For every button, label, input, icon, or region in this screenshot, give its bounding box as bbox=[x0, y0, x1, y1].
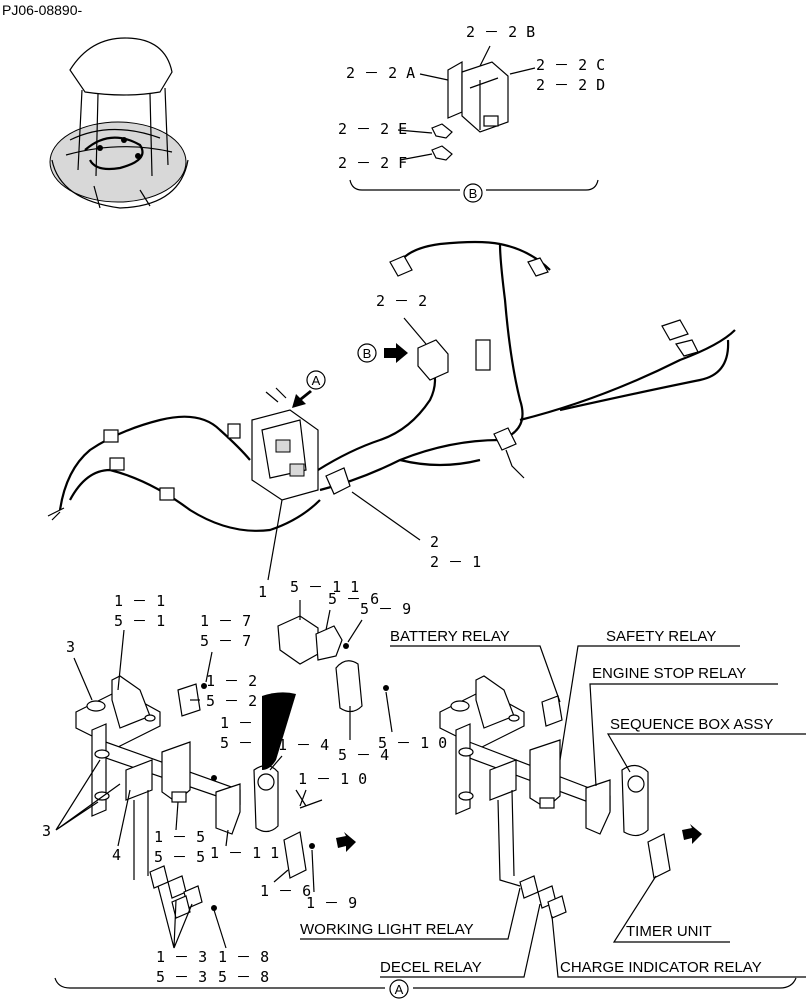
callout-1-5: 1 － 5 bbox=[154, 828, 205, 846]
callout-2-2f: 2 － 2 F bbox=[338, 154, 407, 172]
callout-2: 2 bbox=[430, 533, 439, 551]
callout-2-2e: 2 － 2 E bbox=[338, 120, 407, 138]
leader-1-8 bbox=[213, 909, 227, 949]
callout-2-2c: 2 － 2 C bbox=[536, 56, 605, 74]
callout-1-11: 1 － 1 1 bbox=[210, 844, 279, 862]
leader-charge-indicator-relay bbox=[551, 915, 806, 978]
detail-b-circle: B bbox=[463, 183, 483, 203]
callout-2-2d: 2 － 2 D bbox=[536, 76, 605, 94]
callout-5-1: 5 － 1 bbox=[114, 612, 165, 630]
leader-1-9b bbox=[311, 849, 315, 893]
callout-3-bottom: 3 bbox=[42, 822, 51, 840]
timer-unit-label: TIMER UNIT bbox=[626, 923, 712, 940]
leader-4 bbox=[117, 789, 131, 847]
leader-timer-unit bbox=[612, 875, 730, 943]
leader-sequence-box-assy bbox=[606, 733, 806, 773]
decel-relay-label: DECEL RELAY bbox=[380, 959, 482, 976]
callout-2-2b: 2 － 2 B bbox=[466, 23, 535, 41]
leader-2-2 bbox=[403, 317, 427, 345]
callout-5-2: 5 － 2 bbox=[206, 692, 257, 710]
detail-a-brace-right bbox=[413, 977, 797, 989]
detail-b-bracket bbox=[349, 45, 599, 191]
assembled-relay-bracket bbox=[439, 675, 671, 919]
fuse-f2-icon bbox=[262, 692, 296, 770]
leader-1-6 bbox=[273, 869, 289, 883]
detail-a-brace-left bbox=[54, 977, 385, 989]
callout-1: 1 bbox=[258, 583, 267, 601]
direction-arrow-right-icon bbox=[682, 824, 702, 844]
callout-2-2a: 2 － 2 A bbox=[346, 64, 415, 82]
leader-1-5 bbox=[175, 801, 179, 831]
callout-1-2: 1 － 2 bbox=[206, 672, 257, 690]
svg-text:A: A bbox=[312, 373, 321, 388]
callout-4: 4 bbox=[112, 846, 121, 864]
leader-battery-relay bbox=[390, 645, 561, 703]
callout-1-6: 1 － 6 bbox=[260, 882, 311, 900]
callout-5-3: 5 － 3 bbox=[156, 968, 207, 986]
callout-3-top: 3 bbox=[66, 638, 75, 656]
fuse-f2-label: F2 bbox=[268, 717, 286, 734]
leader-5-6 bbox=[325, 609, 331, 631]
detail-a-circle: A bbox=[389, 979, 409, 999]
safety-relay-label: SAFETY RELAY bbox=[606, 628, 716, 645]
callout-1-8: 1 － 8 bbox=[218, 948, 269, 966]
battery-relay-label: BATTERY RELAY bbox=[390, 628, 510, 645]
leader-engine-stop-relay bbox=[589, 683, 778, 787]
leader-1-10 bbox=[299, 789, 307, 807]
view-a-arrow-icon bbox=[292, 390, 312, 408]
callout-5-10: 5 － 1 0 bbox=[378, 734, 447, 752]
leader-decel-relay bbox=[380, 903, 541, 978]
callout-5-11: 5 － 1 1 bbox=[290, 578, 359, 596]
leader-working-light-relay bbox=[300, 887, 521, 940]
leader-1-3 bbox=[157, 885, 193, 949]
leader-1-4 bbox=[269, 755, 283, 771]
callout-2-2: 2 － 2 bbox=[376, 292, 427, 310]
leader-1-1 bbox=[117, 629, 125, 691]
drawing-number: PJ06-08890- bbox=[2, 2, 83, 18]
machine-overview-illustration bbox=[49, 37, 189, 209]
callout-1-4: 1 － 4 bbox=[278, 736, 329, 754]
svg-text:A: A bbox=[395, 982, 404, 997]
callout-5-6: 5 － 6 bbox=[328, 590, 379, 608]
callout-5-9: 5 － 9 bbox=[360, 600, 411, 618]
leader-3-top bbox=[73, 657, 93, 701]
callout-1-1: 1 － 1 bbox=[114, 592, 165, 610]
svg-text:B: B bbox=[469, 186, 478, 201]
engine-stop-relay-label: ENGINE STOP RELAY bbox=[592, 665, 746, 682]
view-b-arrow-icon bbox=[384, 343, 408, 363]
leader-3-bottom bbox=[55, 759, 121, 831]
callout-5-4: 5 － 4 bbox=[338, 746, 389, 764]
main-harness bbox=[47, 240, 736, 532]
leader-5-9 bbox=[347, 619, 363, 643]
leader-1-7 bbox=[205, 651, 213, 683]
exploded-relay-bracket bbox=[75, 615, 389, 919]
charge-indicator-relay-label: CHARGE INDICATOR RELAY bbox=[560, 959, 762, 976]
view-a-marker: A bbox=[292, 370, 326, 408]
leader-5-10 bbox=[385, 691, 393, 733]
callout-5-9b: 5 － 9 bbox=[220, 734, 271, 752]
svg-text:B: B bbox=[363, 346, 372, 361]
callout-1-9b: 1 － 9 bbox=[306, 894, 357, 912]
callout-5-5: 5 － 5 bbox=[154, 848, 205, 866]
callout-2-1: 2 － 1 bbox=[430, 553, 481, 571]
working-light-relay-label: WORKING LIGHT RELAY bbox=[300, 921, 474, 938]
callout-1-3: 1 － 3 bbox=[156, 948, 207, 966]
leader-safety-relay bbox=[559, 645, 740, 761]
callout-1-7: 1 － 7 bbox=[200, 612, 251, 630]
leader-1 bbox=[267, 499, 283, 581]
view-b-marker: B bbox=[357, 343, 408, 363]
callout-5-8: 5 － 8 bbox=[218, 968, 269, 986]
direction-arrow-icon bbox=[336, 832, 356, 852]
leader-2 bbox=[351, 491, 421, 541]
sequence-box-assy-label: SEQUENCE BOX ASSY bbox=[610, 716, 773, 733]
callout-1-9a: 1 － 9 bbox=[220, 714, 271, 732]
callout-5-7: 5 － 7 bbox=[200, 632, 251, 650]
callout-1-10: 1 － 1 0 bbox=[298, 770, 367, 788]
leader-1-11 bbox=[225, 829, 229, 847]
